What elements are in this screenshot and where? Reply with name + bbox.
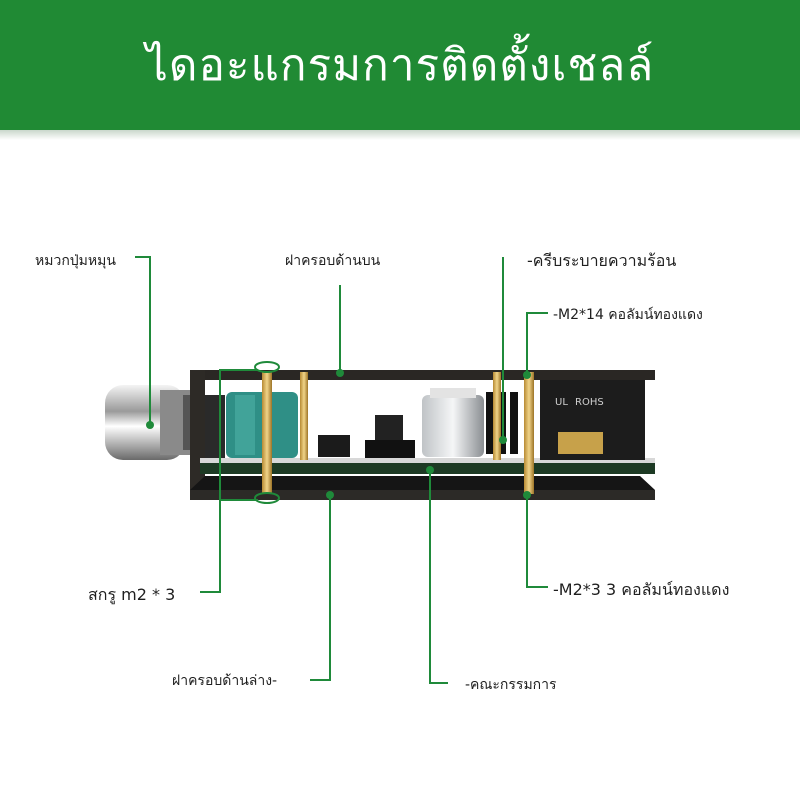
chip-component [318,435,350,457]
bottom-cover-panel [190,476,655,490]
label-heatsink: -ครีบระบายความร้อน [527,251,677,270]
screw-marker [254,492,280,504]
knob-cap [105,385,203,460]
label-m2-3-standoff: -M2*3 3 คอลัมน์ทองแดง [553,580,730,599]
label-bottom-cover: ฝาครอบด้านล่าง- [172,673,278,689]
banner-shadow [0,130,800,140]
copper-standoff [524,372,534,494]
rohs-marking: ROHS [575,397,604,408]
label-board: -คณะกรรมการ [465,677,557,693]
page-title: ไดอะแกรมการติดตั้งเชลล์ [145,40,655,91]
potentiometer [205,395,225,458]
label-knob-cap: หมวกปุ่มหมุน [35,253,116,269]
copper-standoff [493,372,501,460]
label-top-cover: ฝาครอบด้านบน [285,253,381,269]
audio-jack: UL ROHS [540,380,645,460]
label-m2-14-standoff: -M2*14 คอลัมน์ทองแดง [553,307,703,323]
title-banner: ไดอะแกรมการติดตั้งเชลล์ [0,0,800,130]
copper-standoff [262,372,272,494]
svg-text:UL: UL [555,397,568,408]
electrolytic-capacitor [422,395,484,457]
screw-marker [254,361,280,373]
leader-dots [146,369,531,499]
copper-standoff [300,372,308,460]
label-screw: สกรู m2 * 3 [88,585,176,604]
leader-lines [135,256,548,684]
